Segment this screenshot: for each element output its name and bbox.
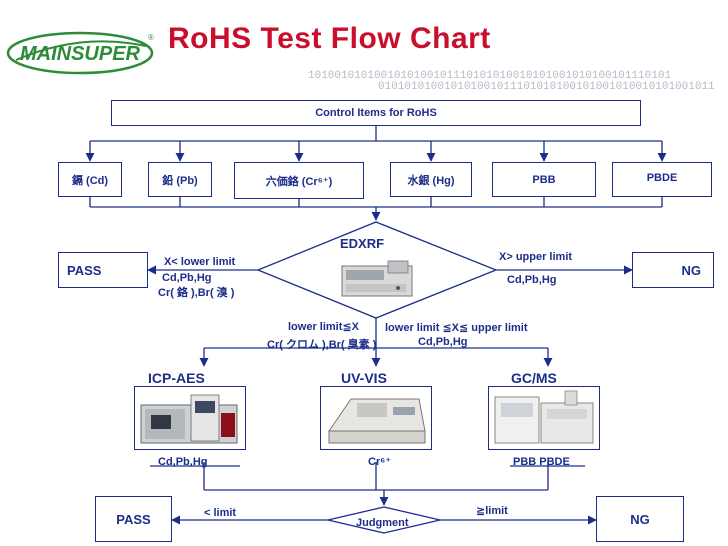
screening-ng-box: NG — [632, 252, 714, 288]
uv-vis-targets: Cr⁶⁺ — [368, 456, 392, 468]
screening-pass-box: PASS — [58, 252, 148, 288]
edxrf-label: EDXRF — [340, 236, 385, 251]
uv-vis-instrument-image — [320, 386, 432, 450]
element-hg-box: 水銀 (Hg) — [390, 162, 472, 197]
mainsuper-logo: MAINSUPER ® — [6, 30, 154, 76]
page-title: RoHS Test Flow Chart — [168, 22, 491, 55]
judgment-ng-box: NG — [596, 496, 684, 542]
binary-decoration-line-1: 1010010101001010100101110101010010101001… — [308, 70, 672, 82]
element-cr6-box: 六価鉻 (Cr⁶⁺) — [234, 162, 364, 199]
lower-condition-label: X< lower limit — [164, 256, 236, 268]
middle-elements-left: Cr( クロム ),Br( 臭素 ) — [267, 339, 377, 351]
edxrf-instrument-image — [338, 256, 416, 300]
element-cd-box: 鎘 (Cd) — [58, 162, 122, 197]
judgment-label: Judgment — [356, 517, 409, 529]
judgment-pass-box: PASS — [95, 496, 172, 542]
control-items-box: Control Items for RoHS — [111, 100, 641, 126]
above-limit-label: ≧limit — [476, 505, 508, 517]
element-pbde-box: PBDE — [612, 162, 712, 197]
binary-decoration-line-2: 0101010100101010010111010101001010010100… — [378, 81, 715, 93]
svg-text:®: ® — [148, 33, 154, 42]
upper-elements-label: Cd,Pb,Hg — [507, 274, 557, 286]
lower-elements-label-1: Cd,Pb,Hg — [162, 272, 212, 284]
icp-aes-instrument-image — [134, 386, 246, 450]
upper-condition-label: X> upper limit — [499, 251, 573, 263]
middle-condition-left: lower limit≦X — [288, 321, 359, 333]
middle-condition-right: lower limit ≦X≦ upper limit — [385, 322, 528, 334]
logo-text: MAINSUPER — [20, 43, 141, 65]
below-limit-label: < limit — [204, 507, 237, 519]
icp-aes-targets: Cd,Pb,Hg — [158, 456, 208, 468]
gc-ms-targets: PBB PBDE — [513, 456, 570, 468]
element-pbb-box: PBB — [492, 162, 596, 197]
method-gc-ms-label: GC/MS — [511, 370, 557, 386]
lower-elements-label-2: Cr( 鉻 ),Br( 溴 ) — [158, 287, 235, 299]
middle-elements-right: Cd,Pb,Hg — [418, 336, 468, 348]
method-icp-aes-label: ICP-AES — [148, 370, 205, 386]
method-uv-vis-label: UV-VIS — [341, 370, 387, 386]
gc-ms-instrument-image — [488, 386, 600, 450]
element-pb-box: 鉛 (Pb) — [148, 162, 212, 197]
